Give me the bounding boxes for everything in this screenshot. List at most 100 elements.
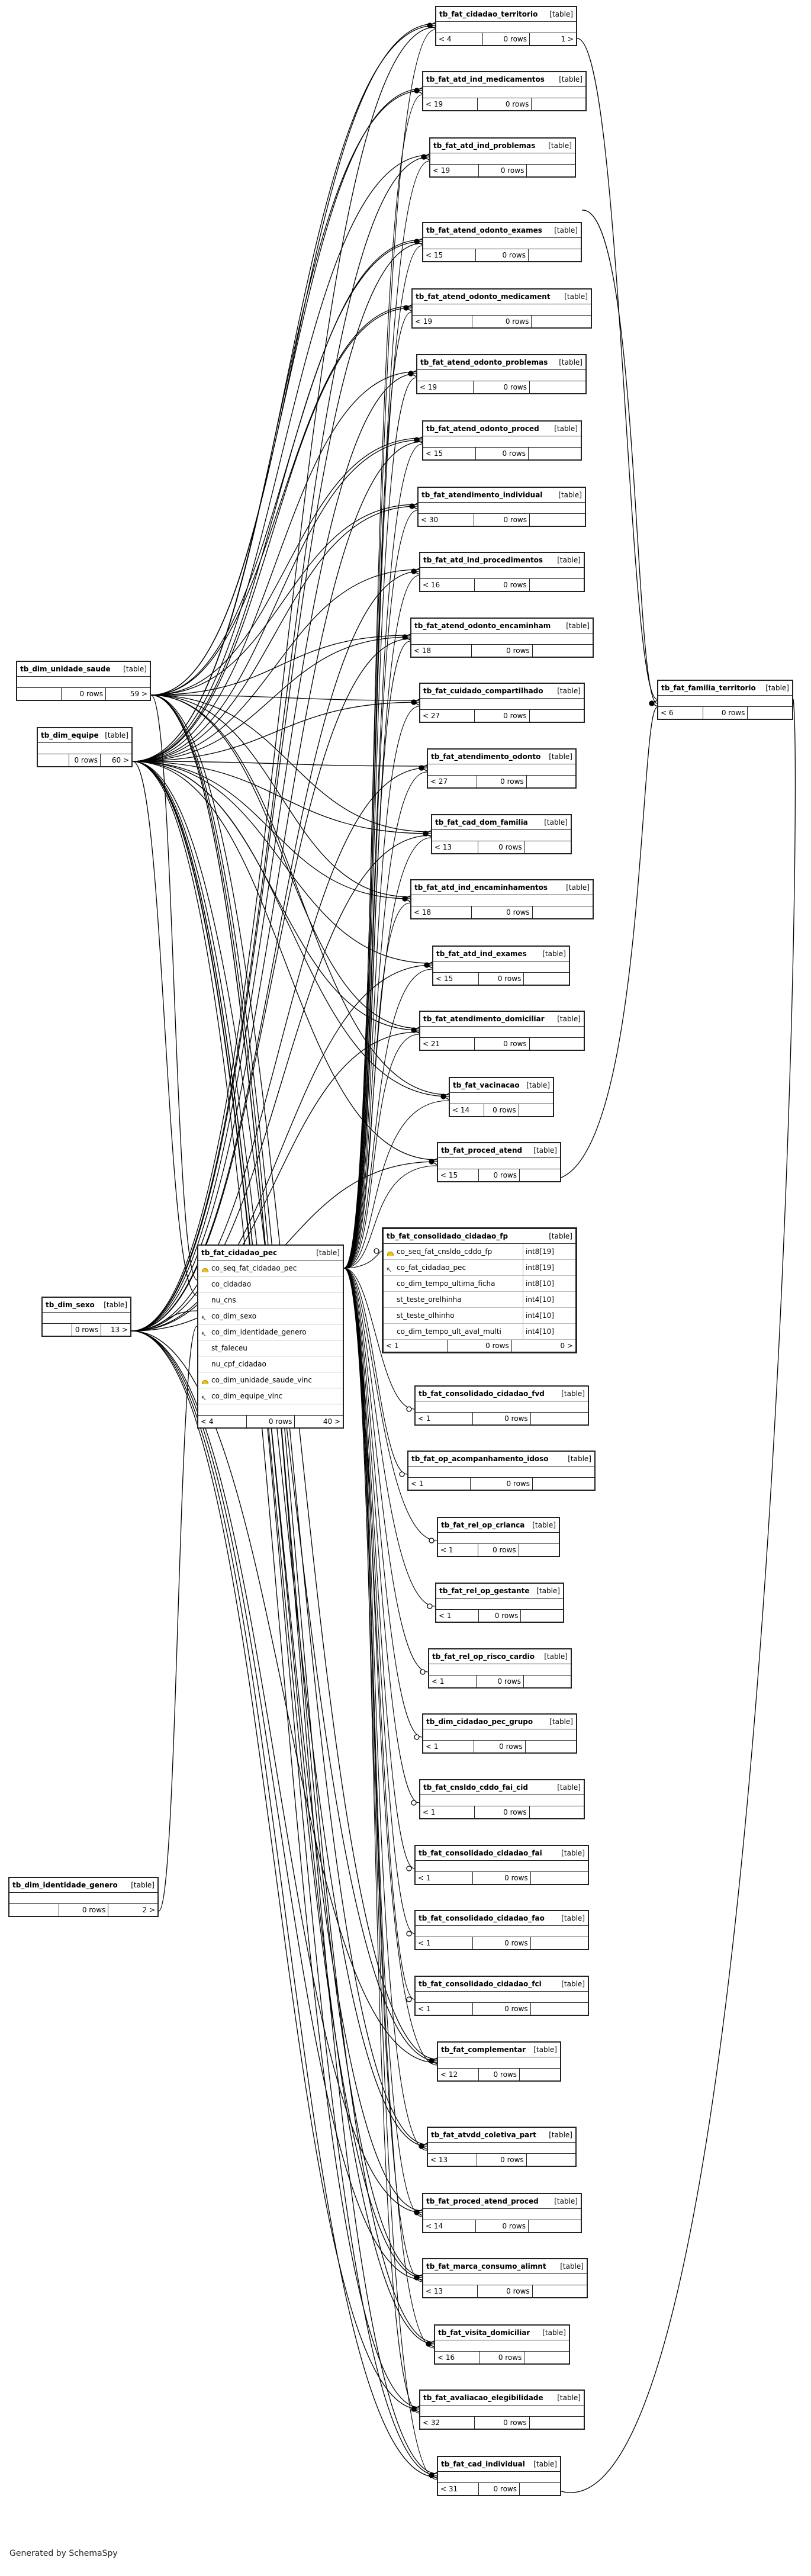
child-count[interactable] <box>520 2069 560 2080</box>
child-count[interactable]: 59 > <box>130 690 147 698</box>
parent-count[interactable]: < 16 <box>420 579 475 591</box>
child-count[interactable] <box>525 841 571 853</box>
table-tb-fat-consolidado-cidadao-fp[interactable]: tb_fat_consolidado_cidadao_fp[table]co_s… <box>382 1227 577 1353</box>
table-tb-fat-atend-odonto-encaminham[interactable]: tb_fat_atend_odonto_encaminham[table]< 1… <box>410 618 594 658</box>
table-column[interactable]: co_seq_fat_cidadao_pec <box>198 1260 343 1276</box>
table-name[interactable]: tb_dim_sexo <box>46 1301 95 1309</box>
child-count[interactable]: 40 > <box>323 1417 341 1426</box>
child-count[interactable] <box>519 1104 553 1116</box>
parent-count[interactable]: < 13 <box>432 841 479 853</box>
parent-count[interactable]: < 15 <box>423 448 476 459</box>
table-column[interactable]: co_cidadao <box>198 1276 343 1292</box>
parent-count[interactable]: < 32 <box>420 2417 475 2429</box>
table-name[interactable]: tb_fat_marca_consumo_alimnt <box>426 2262 546 2271</box>
child-count[interactable] <box>532 316 591 327</box>
parent-count[interactable]: < 1 <box>416 2003 474 2015</box>
child-count[interactable] <box>527 2154 575 2166</box>
table-name[interactable]: tb_fat_atd_ind_medicamentos <box>426 75 545 83</box>
parent-count[interactable]: < 1 <box>420 1806 475 1818</box>
table-tb-fat-atendimento-domiciliar[interactable]: tb_fat_atendimento_domiciliar[table]< 21… <box>419 1011 585 1051</box>
parent-count[interactable]: < 31 <box>438 2483 479 2495</box>
child-count[interactable] <box>526 1741 576 1752</box>
parent-count[interactable]: < 1 <box>423 1741 475 1752</box>
parent-count[interactable]: < 27 <box>428 776 478 787</box>
parent-count[interactable]: < 18 <box>411 906 472 918</box>
table-name[interactable]: tb_fat_atendimento_individual <box>421 491 543 499</box>
table-name[interactable]: tb_fat_atd_ind_procedimentos <box>423 556 543 564</box>
table-tb-fat-atend-odonto-problemas[interactable]: tb_fat_atend_odonto_problemas[table]< 19… <box>416 354 587 394</box>
child-count[interactable] <box>520 1169 560 1181</box>
parent-count[interactable] <box>9 1904 59 1916</box>
parent-count[interactable]: < 1 <box>408 1478 471 1490</box>
parent-count[interactable]: < 13 <box>428 2154 478 2166</box>
parent-count[interactable]: < 1 <box>436 1610 479 1622</box>
table-name[interactable]: tb_dim_identidade_genero <box>12 1881 118 1889</box>
table-tb-fat-atend-odonto-medicament[interactable]: tb_fat_atend_odonto_medicament[table]< 1… <box>411 288 592 329</box>
table-name[interactable]: tb_fat_rel_op_risco_cardio <box>432 1652 535 1661</box>
table-name[interactable]: tb_dim_equipe <box>41 731 99 739</box>
table-tb-fat-consolidado-cidadao-fvd[interactable]: tb_fat_consolidado_cidadao_fvd[table]< 1… <box>414 1385 589 1426</box>
table-name[interactable]: tb_fat_cuidado_compartilhado <box>423 687 543 695</box>
table-tb-fat-consolidado-cidadao-fao[interactable]: tb_fat_consolidado_cidadao_fao[table]< 1… <box>414 1910 589 1950</box>
parent-count[interactable]: < 15 <box>438 1169 479 1181</box>
table-name[interactable]: tb_fat_cad_individual <box>441 2460 525 2468</box>
table-name[interactable]: tb_fat_op_acompanhamento_idoso <box>411 1455 549 1463</box>
table-name[interactable]: tb_fat_visita_domiciliar <box>438 2329 530 2337</box>
table-name[interactable]: tb_fat_atendimento_odonto <box>431 752 541 761</box>
table-name[interactable]: tb_dim_unidade_saude <box>20 665 111 673</box>
child-count[interactable] <box>529 448 581 459</box>
child-count[interactable] <box>533 2285 587 2297</box>
child-count[interactable]: 13 > <box>110 1326 128 1334</box>
parent-count[interactable]: < 1 <box>438 1544 479 1556</box>
child-count[interactable] <box>530 381 585 393</box>
child-count[interactable] <box>527 776 575 787</box>
parent-count[interactable]: < 19 <box>423 98 478 110</box>
child-count[interactable] <box>530 710 584 722</box>
table-name[interactable]: tb_fat_cidadao_pec <box>201 1249 278 1257</box>
child-count[interactable] <box>533 1478 594 1490</box>
parent-count[interactable]: < 19 <box>413 316 472 327</box>
table-tb-fat-op-acompanhamento-idoso[interactable]: tb_fat_op_acompanhamento_idoso[table]< 1… <box>407 1451 596 1491</box>
table-name[interactable]: tb_fat_proced_atend_proced <box>426 2197 539 2205</box>
table-name[interactable]: tb_fat_consolidado_cidadao_fvd <box>419 1390 545 1398</box>
table-tb-fat-avaliacao-elegibilidade[interactable]: tb_fat_avaliacao_elegibilidade[table]< 3… <box>419 2390 585 2430</box>
child-count[interactable]: 60 > <box>111 756 129 764</box>
table-name[interactable]: tb_fat_cad_dom_familia <box>435 818 528 826</box>
parent-count[interactable]: < 12 <box>438 2069 479 2080</box>
table-name[interactable]: tb_fat_avaliacao_elegibilidade <box>423 2394 543 2402</box>
table-tb-fat-atendimento-individual[interactable]: tb_fat_atendimento_individual[table]< 30… <box>417 487 586 527</box>
parent-count[interactable]: < 1 <box>416 1937 474 1949</box>
table-column[interactable]: st_faleceu <box>198 1340 343 1356</box>
table-name[interactable]: tb_fat_atd_ind_encaminhamentos <box>414 883 548 892</box>
table-column[interactable]: ↖co_dim_equipe_vinc <box>198 1388 343 1404</box>
child-count[interactable] <box>531 2003 588 2015</box>
table-column[interactable]: nu_cpf_cidadao <box>198 1356 343 1372</box>
child-count[interactable] <box>524 1675 571 1687</box>
parent-count[interactable] <box>17 688 62 700</box>
parent-count[interactable]: < 1 <box>429 1675 477 1687</box>
parent-count[interactable]: < 4 <box>198 1416 247 1427</box>
table-tb-fat-consolidado-cidadao-fci[interactable]: tb_fat_consolidado_cidadao_fci[table]< 1… <box>414 1976 589 2016</box>
table-tb-fat-atd-ind-encaminhamentos[interactable]: tb_fat_atd_ind_encaminhamentos[table]< 1… <box>410 879 594 919</box>
